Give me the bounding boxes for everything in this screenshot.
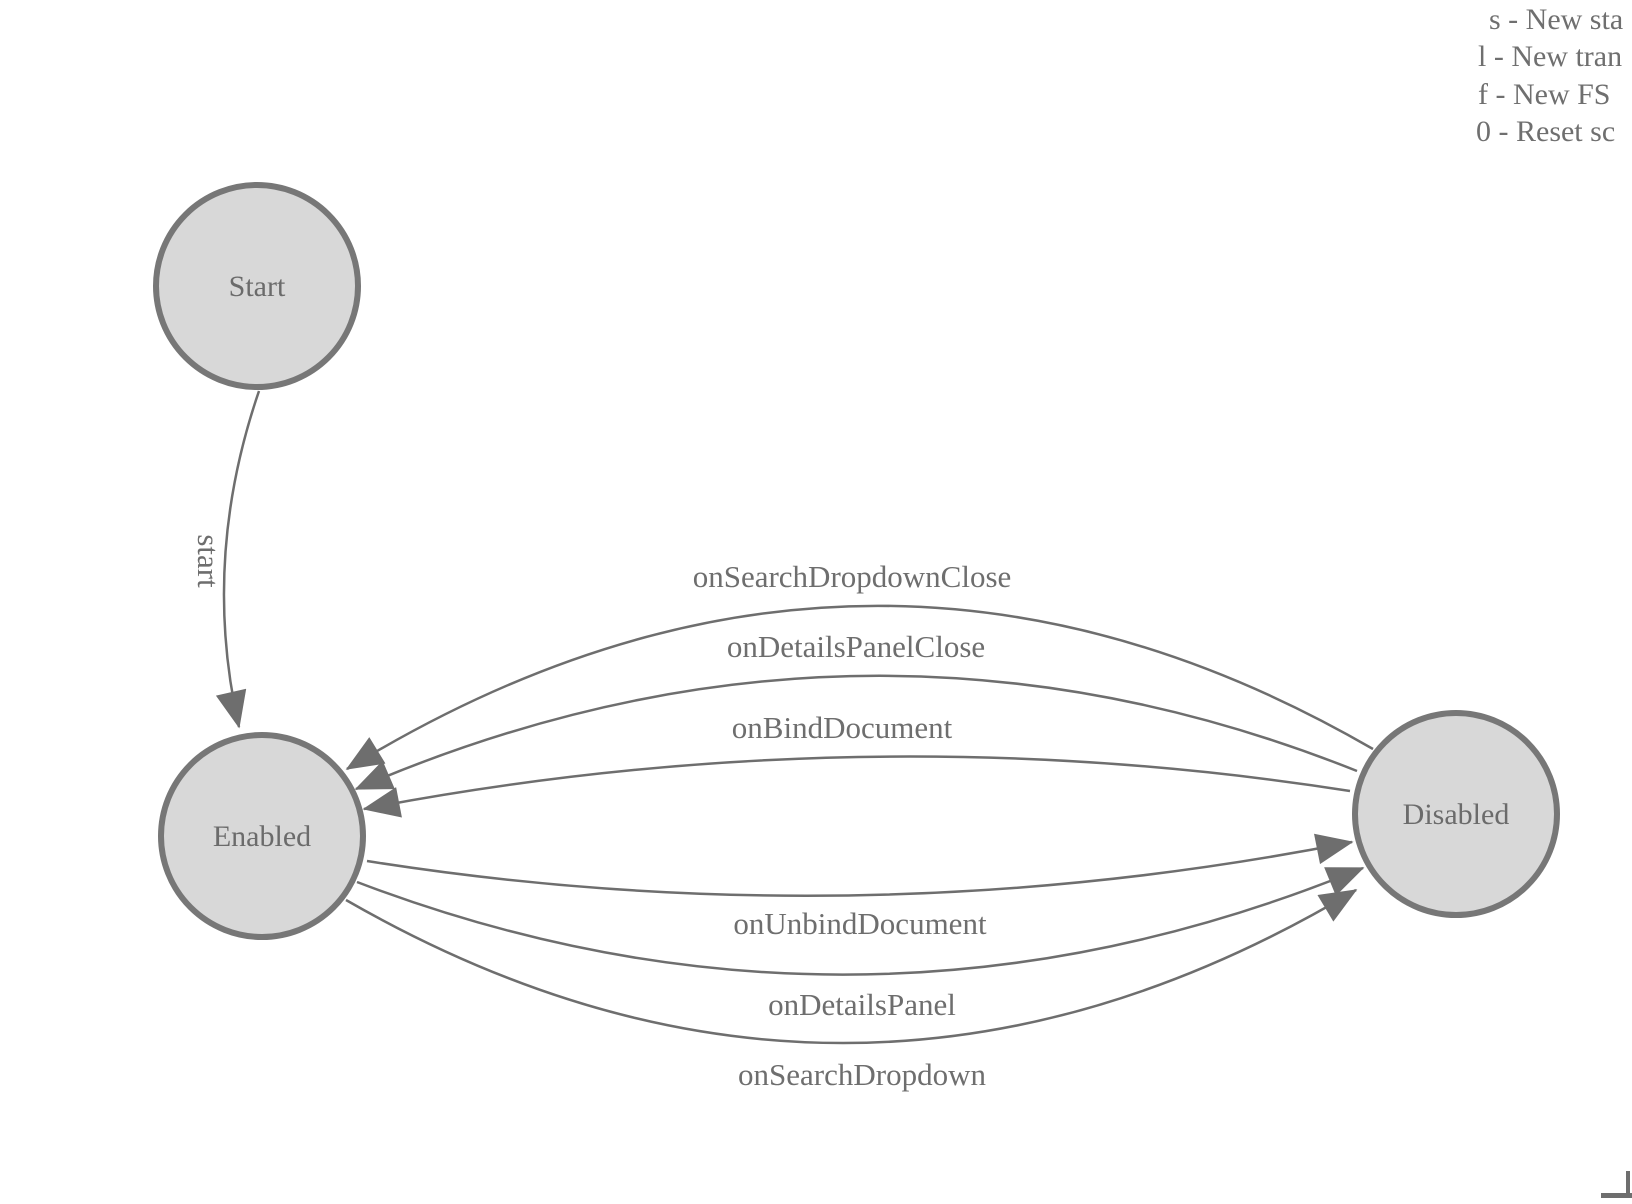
transition-label-onUnbindDocument: onUnbindDocument (733, 906, 987, 941)
state-circle-start[interactable] (153, 182, 361, 390)
state-circle-enabled[interactable] (158, 732, 366, 940)
transition-edge-onDetailsPanel[interactable] (356, 866, 1365, 976)
transition-label-onSearchDropdown: onSearchDropdown (738, 1057, 986, 1092)
transition-edge-onBindDocument[interactable] (362, 755, 1351, 818)
transition-label-start: start (191, 534, 226, 588)
transition-label-onDetailsPanel: onDetailsPanel (768, 987, 956, 1022)
transition-edge-onSearchDropdown[interactable] (345, 888, 1358, 1045)
transition-edge-onDetailsPanelClose[interactable] (354, 674, 1358, 791)
state-node-disabled[interactable]: Disabled (1352, 710, 1560, 918)
corner-bracket-horizontal (1601, 1193, 1632, 1198)
state-node-start[interactable]: Start (153, 182, 361, 390)
legend-line-reset: 0 - Reset sc (1476, 115, 1615, 148)
state-node-enabled[interactable]: Enabled (158, 732, 366, 940)
state-circle-disabled[interactable] (1352, 710, 1560, 918)
corner-bracket (1601, 1171, 1632, 1198)
transition-edge-start[interactable] (215, 390, 261, 729)
state-label-disabled: Disabled (1403, 798, 1510, 831)
transition-edge-onSearchDropdownClose[interactable] (345, 604, 1374, 771)
legend-line-new-state: s - New sta (1489, 3, 1623, 36)
transition-label-onBindDocument: onBindDocument (732, 710, 953, 745)
transition-edge-onUnbindDocument[interactable] (366, 833, 1354, 898)
legend: s - New sta l - New tran f - New FS 0 - … (1476, 3, 1623, 148)
transition-label-onSearchDropdownClose: onSearchDropdownClose (693, 559, 1012, 594)
transition-label-onDetailsPanelClose: onDetailsPanelClose (727, 629, 985, 664)
corner-bracket-vertical (1626, 1171, 1630, 1198)
state-label-enabled: Enabled (213, 820, 311, 853)
legend-line-new-fsm: f - New FS (1478, 78, 1611, 111)
state-label-start: Start (229, 270, 286, 303)
legend-line-new-transition: l - New tran (1478, 40, 1622, 73)
